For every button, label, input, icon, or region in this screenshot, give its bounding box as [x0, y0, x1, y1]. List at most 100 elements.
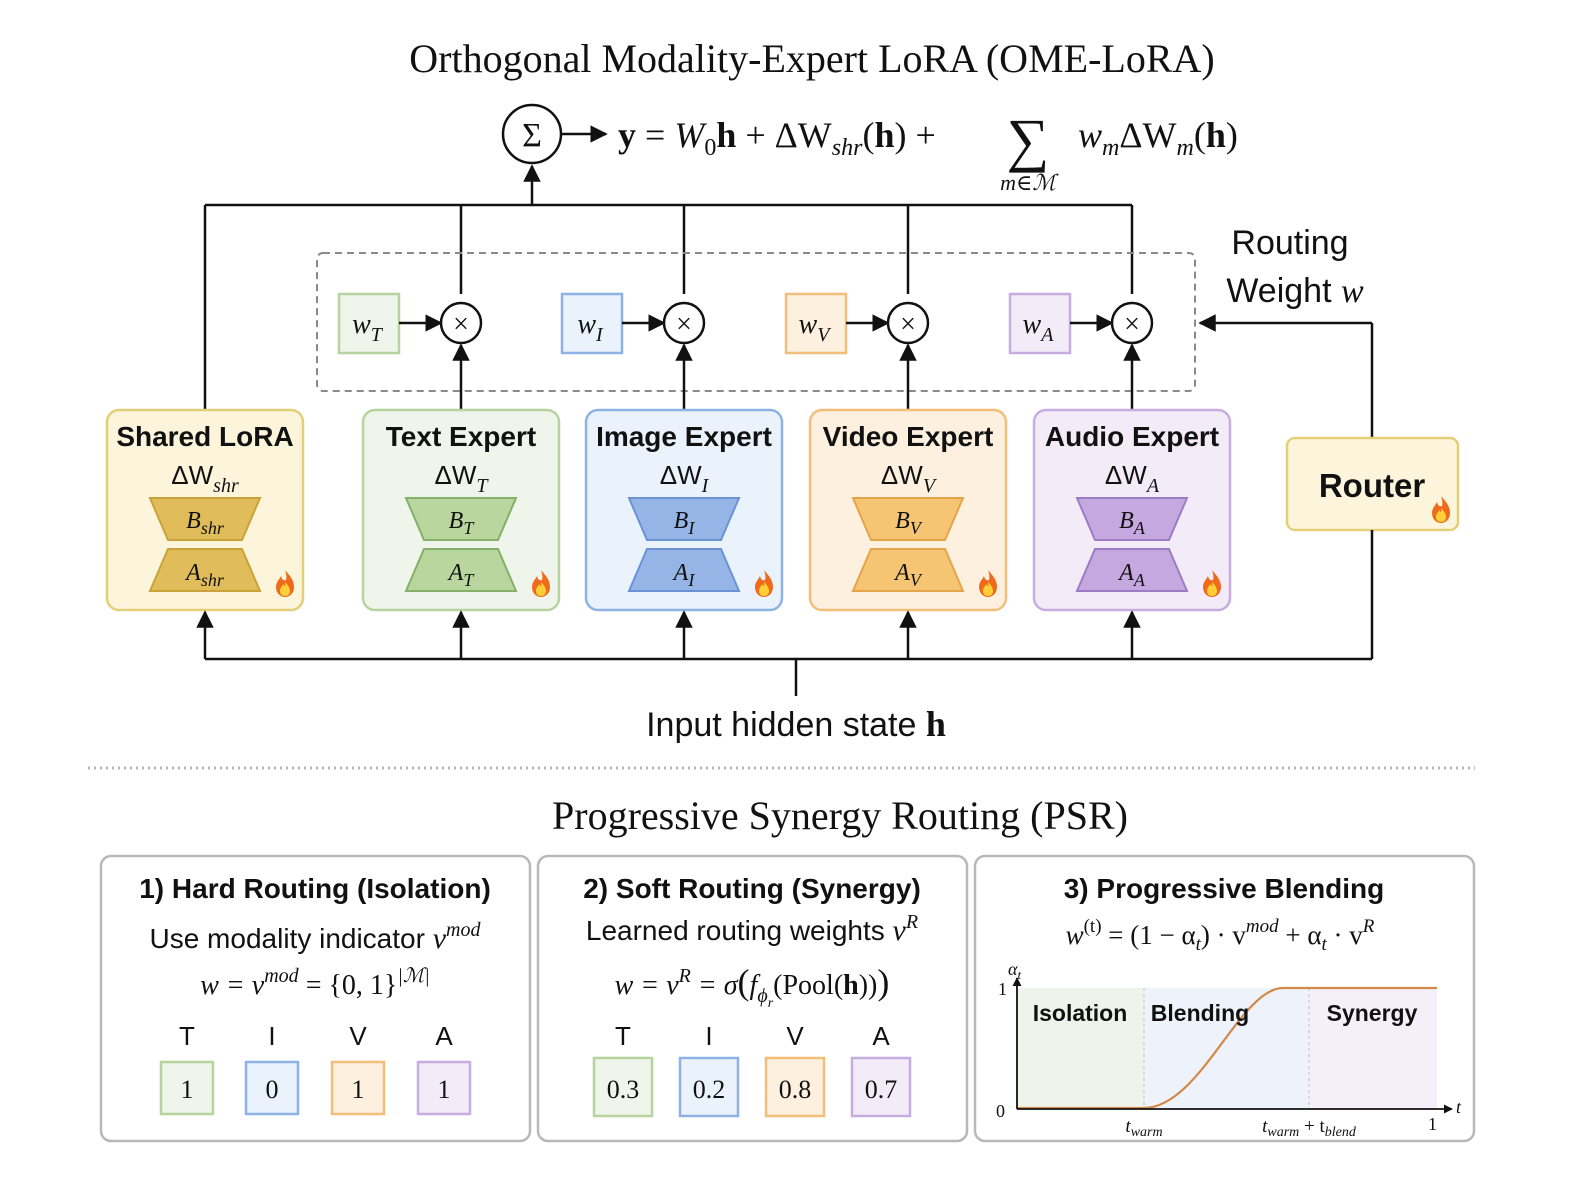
panel1-cell-video — [330, 1060, 386, 1116]
top-title: Orthogonal Modality-Expert LoRA (OME-LoR… — [409, 36, 1214, 81]
routing-text: wT× — [337, 292, 483, 410]
module-text-delta-main: ΔW — [434, 460, 476, 490]
panel1-desc-sup: mod — [446, 919, 481, 941]
panel1-cell-text — [159, 1060, 215, 1116]
routing-weight-var: w — [1341, 273, 1364, 310]
panel2-desc: Learned routing weights vR — [586, 911, 918, 947]
panel2-cell-video — [764, 1056, 826, 1118]
plot-xtick-blend-t1: t — [1262, 1116, 1268, 1137]
panel2-formula-c: f — [750, 970, 761, 1001]
region-label-synergy: Synergy — [1327, 1000, 1418, 1026]
weight-label-text-w: w — [352, 309, 371, 340]
multiply-node-video — [886, 301, 930, 345]
module-shared-delta-main: ΔW — [171, 460, 213, 490]
plot-ytick-1: 1 — [998, 979, 1007, 999]
panel1-formula: w = vmod = {0, 1}|ℳ| — [200, 965, 430, 1001]
module-text-B-main: B — [449, 508, 464, 534]
eq-h1: h — [716, 115, 736, 155]
weight-label-image-w: w — [577, 309, 596, 340]
panel1-label-audio: A — [435, 1021, 453, 1051]
plot-xtick-warm-t: t — [1125, 1116, 1131, 1137]
module-image-B-sub: I — [687, 518, 695, 538]
panel3-formula-sup3: R — [1362, 916, 1375, 937]
panel2-formula-e: )) — [859, 970, 878, 1001]
weight-label-audio-sub: A — [1039, 324, 1054, 346]
plot-xtick-blend-plus: + t — [1299, 1116, 1325, 1137]
panel3-formula-mid: ) · v — [1201, 920, 1246, 950]
panel-progressive-blending: 3) Progressive Blending w(t) = (1 − αt) … — [973, 854, 1476, 1143]
module-image-B-label: BI — [674, 508, 696, 538]
module-text-delta: ΔWT — [434, 460, 489, 497]
plot-xlabel: t — [1456, 1097, 1462, 1117]
sum-symbol: Σ — [522, 117, 542, 154]
bottom-title: Progressive Synergy Routing (PSR) — [552, 793, 1128, 838]
panel1-desc: Use modality indicator vmod — [149, 919, 481, 955]
panel1-value-video: 1 — [352, 1075, 365, 1104]
weight-label-audio: wA — [1023, 309, 1055, 346]
panel2-cell-audio — [850, 1056, 912, 1118]
module-text-title: Text Expert — [386, 421, 536, 452]
svg-text:y = W0h + ΔWshr(h) +: y = W0h + ΔWshr(h) + — [618, 115, 936, 161]
panel2-cell-text — [592, 1056, 654, 1118]
plot-ylabel-sub: t — [1017, 967, 1021, 982]
module-video-A-label: AV — [893, 560, 923, 590]
weight-label-video-w: w — [799, 309, 818, 340]
multiply-node-audio — [1110, 301, 1154, 345]
module-text-B-label: BT — [449, 508, 476, 538]
module-shared-B-main: B — [186, 508, 201, 534]
module-video-B-label: BV — [895, 508, 923, 538]
panel3-formula-sup: (t) — [1084, 916, 1102, 937]
panel1-cell-image — [244, 1060, 300, 1116]
panel2-label-text: T — [615, 1021, 631, 1051]
input-bus — [196, 530, 1374, 696]
region-label-isolation: Isolation — [1033, 1000, 1128, 1026]
panel1-value-text: 1 — [181, 1075, 194, 1104]
multiply-symbol-audio: × — [1124, 309, 1140, 340]
panel2-formula-h: h — [843, 970, 859, 1001]
panel2-value-image: 0.2 — [693, 1075, 726, 1104]
output-equation: y = W0h + ΔWshr(h) + ∑ m∈ℳ wmΔWm(h) — [618, 107, 1238, 195]
eq-rp2: ) — [1226, 115, 1238, 155]
panel-hard-routing: 1) Hard Routing (Isolation) Use modality… — [99, 854, 532, 1143]
module-audio-B-label: BA — [1119, 508, 1146, 538]
panel2-value-audio: 0.7 — [865, 1075, 898, 1104]
module-video-delta: ΔWV — [881, 460, 938, 497]
eq-W0: W — [674, 115, 707, 155]
eq-plus-dW: + ΔW — [736, 115, 831, 155]
svg-text:wmΔWm(h): wmΔWm(h) — [1078, 115, 1238, 161]
region-synergy — [1309, 988, 1437, 1109]
module-audio-A-sub: A — [1133, 570, 1146, 590]
eq-lp1: ( — [862, 115, 874, 155]
router-feedback — [1198, 314, 1374, 438]
module-audio-B-main: B — [1119, 508, 1134, 534]
routing-image: wI× — [560, 292, 706, 410]
module-video-A-sub: V — [910, 570, 923, 590]
module-shared-A-sub: shr — [201, 570, 225, 590]
eq-dW: ΔW — [1119, 115, 1176, 155]
region-label-blending: Blending — [1151, 1000, 1249, 1026]
region-blending — [1144, 988, 1309, 1109]
module-text-A-sub: T — [463, 570, 475, 590]
panel1-value-image: 0 — [266, 1075, 279, 1104]
module-shared-B-label: Bshr — [186, 508, 225, 538]
panel3-formula: w(t) = (1 − αt) · vmod + αt · vR — [1066, 916, 1375, 955]
panel3-formula-rest: = (1 − α — [1102, 920, 1196, 950]
panel1-desc-var: v — [433, 922, 447, 955]
eq-h3: h — [1206, 115, 1226, 155]
input-label: Input hidden state h — [646, 704, 946, 744]
eq-y: y — [618, 115, 636, 155]
module-image-A-label: AI — [672, 560, 696, 590]
panel1-formula-rest: = {0, 1} — [299, 970, 398, 1001]
plot-xtick-blend-sub2: blend — [1325, 1125, 1357, 1140]
eq-h2: h — [874, 115, 894, 155]
eq-rp1: ) — [895, 115, 907, 155]
module-image-delta-main: ΔW — [660, 460, 702, 490]
multiply-node-image — [662, 301, 706, 345]
routing-weight-box — [316, 252, 1196, 392]
plot-ylabel-alpha: α — [1008, 959, 1018, 979]
module-text-A-main: A — [447, 560, 464, 586]
module-audio-B-block — [1075, 497, 1189, 541]
weight-box-audio — [1008, 292, 1072, 355]
eq-W0-sub: 0 — [704, 135, 716, 161]
weight-label-text: wT — [352, 309, 384, 346]
